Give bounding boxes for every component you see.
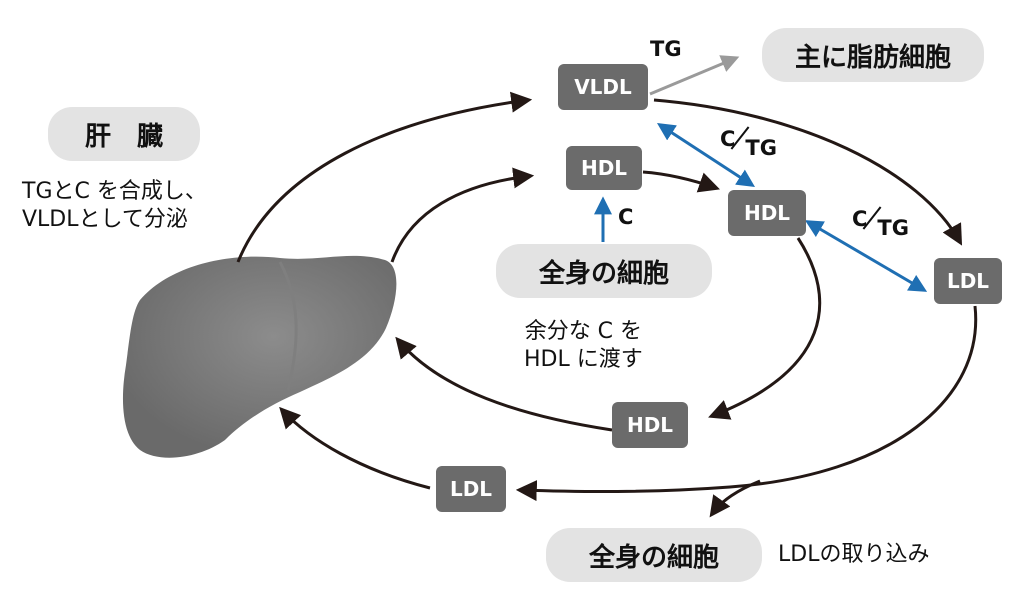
arrow-hdl-to-hdl	[642, 170, 720, 193]
arrow-ldl-to-liver	[279, 406, 431, 490]
c-transfer-label: C	[618, 205, 634, 229]
exchange1-tg: TG	[745, 136, 777, 160]
adipose-cells-label: 主に脂肪細胞	[762, 28, 984, 82]
liver-description: TGとC を合成し、 VLDLとして分泌	[22, 178, 207, 233]
body-cells-label-bottom: 全身の細胞	[546, 528, 762, 582]
arrow-vldl-to-ldl	[653, 98, 963, 246]
arrow-ldl-to-bottom	[515, 305, 978, 502]
hdl-box-mid: HDL	[728, 190, 806, 236]
cells-note-line1: 余分な C を	[524, 319, 643, 344]
ldl-box-bottom: LDL	[436, 466, 506, 512]
vldl-box: VLDL	[558, 64, 648, 110]
arrow-ldl-uptake	[709, 479, 761, 518]
arrow-exchange-hdl-ldl	[804, 220, 928, 292]
cells-note-line2: HDL に渡す	[524, 346, 643, 372]
ldl-box-right: LDL	[934, 258, 1002, 304]
tg-label: TG	[650, 37, 682, 61]
arrow-liver-to-vldl	[236, 91, 533, 263]
liver-shape	[122, 255, 397, 458]
hdl-box-bottom: HDL	[612, 402, 688, 448]
liver-description-line2: VLDLとして分泌	[22, 206, 188, 232]
liver-label: 肝 臓	[48, 107, 200, 161]
liver-description-line1: TGとC を合成し、	[22, 179, 207, 204]
arrow-exchange-vldl-hdl	[656, 123, 756, 187]
exchange2-tg: TG	[877, 216, 909, 240]
ldl-uptake-label: LDLの取り込み	[778, 542, 930, 567]
arrow-hdl-mid-to-bottom	[708, 237, 822, 420]
liver-lobe-line	[278, 261, 298, 391]
body-cells-label-center: 全身の細胞	[496, 244, 712, 298]
arrow-liver-to-hdl	[390, 167, 535, 263]
arrow-hdl-bottom-to-liver	[395, 336, 613, 432]
hdl-box-top: HDL	[566, 146, 642, 190]
arrow-tg-to-adipose	[649, 55, 740, 96]
cells-note: 余分な C を HDL に渡す	[524, 318, 643, 373]
